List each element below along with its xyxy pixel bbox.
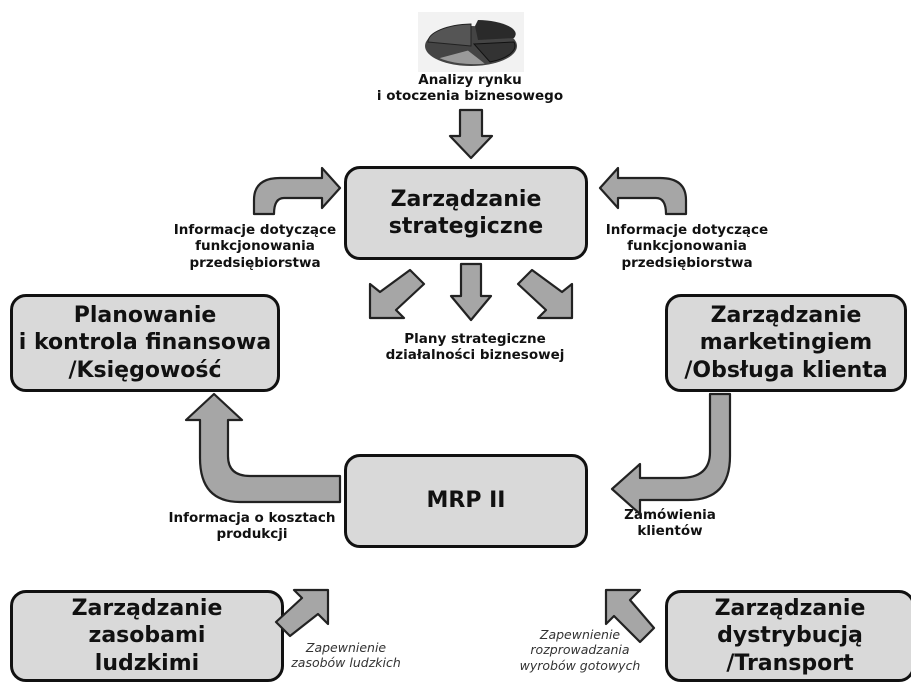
- pie-chart-icon: [418, 12, 524, 72]
- finance-box: Planowanie i kontrola finansowa /Księgow…: [10, 294, 280, 392]
- arrow-info-left-curve: [252, 166, 342, 216]
- arrow-cost-up-curve: [184, 392, 342, 504]
- distribution-supply-label: Zapewnienie rozprowadzania wyrobów gotow…: [519, 627, 641, 673]
- hr-supply-label: Zapewnienie zasobów ludzkich: [291, 640, 401, 671]
- arrow-info-right-curve: [598, 166, 688, 216]
- strategic-plans-label: Plany strategiczne działalności biznesow…: [385, 331, 565, 364]
- hr-label: Zarządzanie zasobami ludzkimi: [71, 595, 223, 676]
- mrp-label: MRP II: [426, 488, 506, 514]
- marketing-label: Zarządzanie marketingiem /Obsługa klient…: [684, 302, 888, 383]
- strategic-management-box: Zarządzanie strategiczne: [344, 166, 588, 260]
- arrow-plans-down: [449, 262, 493, 322]
- arrow-hr-supply: [274, 588, 330, 638]
- arrow-orders-curve: [610, 392, 732, 516]
- mrp-box: MRP II: [344, 454, 588, 548]
- arrow-plans-right: [516, 268, 574, 320]
- hr-box: Zarządzanie zasobami ludzkimi: [10, 590, 284, 682]
- orders-label: Zamówienia klientów: [624, 507, 716, 540]
- arrow-distribution-supply: [604, 588, 656, 644]
- arrow-plans-left: [368, 268, 426, 320]
- market-analysis-label: Analizy rynku i otoczenia biznesowego: [376, 72, 564, 105]
- strategic-management-label: Zarządzanie strategiczne: [388, 186, 544, 240]
- finance-label: Planowanie i kontrola finansowa /Księgow…: [18, 302, 272, 383]
- distribution-box: Zarządzanie dystrybucją /Transport: [665, 590, 911, 682]
- cost-info-label: Informacja o kosztach produkcji: [168, 510, 336, 543]
- marketing-box: Zarządzanie marketingiem /Obsługa klient…: [665, 294, 907, 392]
- info-right-label: Informacje dotyczące funkcjonowania prze…: [605, 222, 769, 271]
- info-left-label: Informacje dotyczące funkcjonowania prze…: [173, 222, 337, 271]
- arrow-market-down: [448, 108, 494, 160]
- distribution-label: Zarządzanie dystrybucją /Transport: [714, 595, 866, 676]
